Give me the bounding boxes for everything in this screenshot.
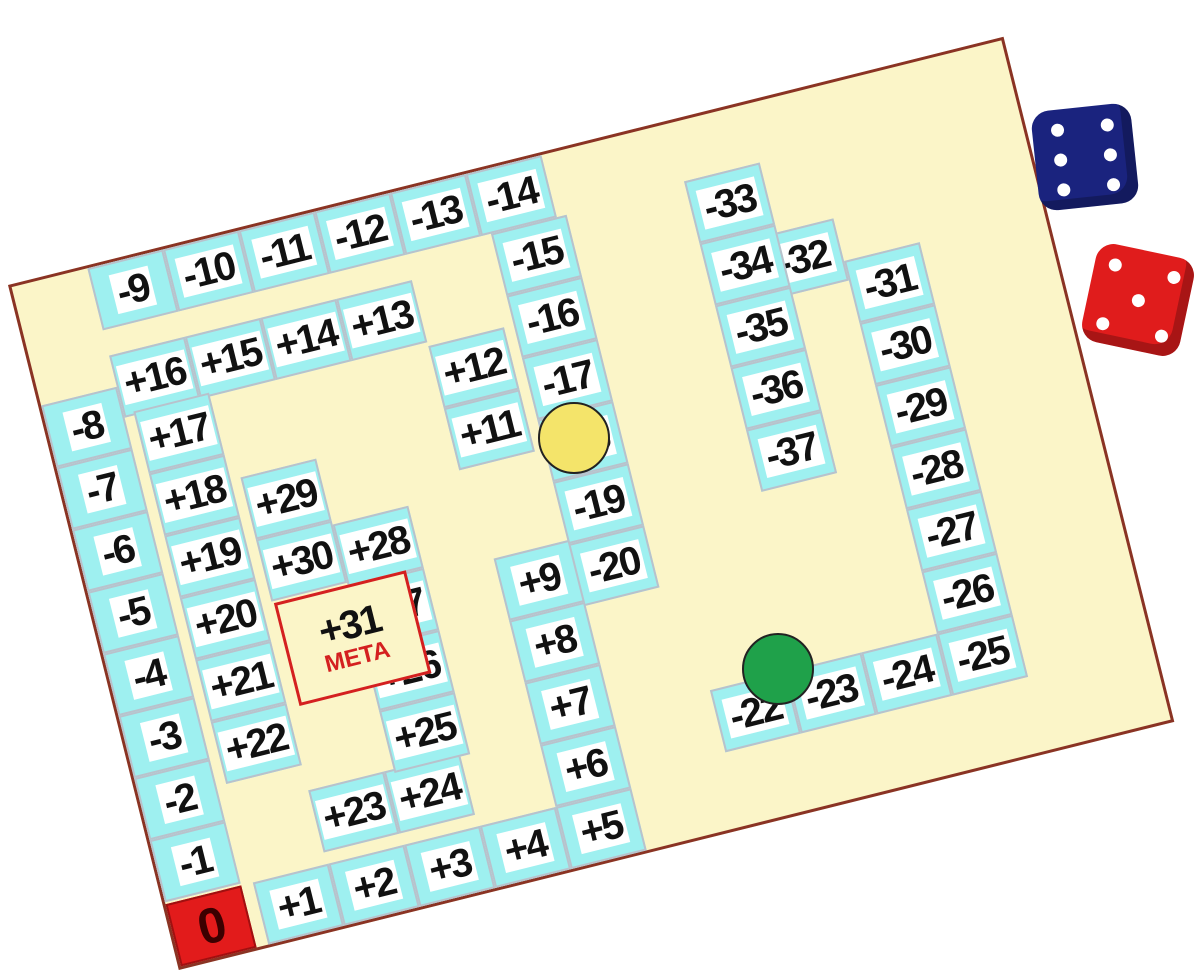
cell-number: -15: [503, 229, 571, 282]
cell-number: +23: [315, 784, 392, 840]
cell-number: -9: [109, 266, 157, 314]
cell-number: +16: [116, 349, 193, 405]
board-cell-minus24[interactable]: -24: [861, 634, 952, 715]
game-board: 0 -1 -2 -3 -4 -5 -6 -7 -8 -9 -10-11-12-13-14 -15 -16…: [8, 37, 1174, 970]
cell-number: -34: [711, 238, 779, 291]
die-pip: [1107, 257, 1122, 272]
board-cell-plus13[interactable]: +13: [336, 280, 427, 361]
cell-number: +28: [339, 518, 416, 574]
cell-number: -7: [78, 465, 126, 513]
cell-number: +25: [386, 705, 463, 761]
blue-die-icon[interactable]: [1030, 102, 1140, 212]
cell-number: -24: [873, 647, 941, 700]
cell-number: -8: [63, 403, 111, 451]
cell-number: -20: [580, 539, 648, 592]
cell-number: +14: [267, 312, 344, 368]
cell-number: +4: [497, 822, 555, 873]
cell-number: -25: [949, 629, 1017, 682]
die-pip: [1050, 123, 1064, 137]
cell-number: +5: [572, 803, 630, 854]
cell-number: -31: [856, 256, 924, 309]
cell-number: +30: [263, 533, 340, 589]
cell-number: -11: [251, 226, 317, 279]
cell-number: +2: [345, 860, 403, 911]
board-cell-plus1[interactable]: +1: [253, 864, 344, 945]
cell-number: +20: [187, 591, 264, 647]
cell-number: -30: [871, 318, 939, 371]
cell-number: -19: [565, 477, 633, 530]
green-token[interactable]: [742, 633, 814, 705]
die-pip: [1100, 117, 1114, 131]
cell-number: -16: [518, 291, 586, 344]
cell-number: +13: [343, 293, 420, 349]
board-cell-plus23[interactable]: +23: [308, 772, 399, 853]
cell-number: -2: [156, 776, 204, 824]
cell-number: -12: [326, 207, 394, 260]
cell-number: -14: [477, 169, 545, 222]
cell-number: +3: [421, 841, 479, 892]
cell-number: -1: [171, 838, 219, 886]
cell-number: -10: [175, 244, 243, 297]
die-pip: [1095, 315, 1110, 330]
board-cell-plus2[interactable]: +2: [329, 845, 420, 926]
cell-number: +24: [391, 765, 468, 821]
die-pip: [1166, 269, 1181, 284]
board-cell-plus4[interactable]: +4: [480, 807, 571, 888]
cell-number: +8: [526, 617, 584, 668]
cell-number: +21: [202, 654, 279, 710]
die-pip: [1103, 147, 1117, 161]
cell-number: -27: [918, 504, 986, 557]
cell-number: -13: [402, 188, 470, 241]
die-pip: [1153, 328, 1168, 343]
die-pip: [1056, 182, 1070, 196]
yellow-token[interactable]: [538, 402, 610, 474]
cell-number: +17: [140, 405, 217, 461]
die-pip: [1053, 152, 1067, 166]
cell-number: -6: [94, 527, 142, 575]
board-cell-plus15[interactable]: +15: [185, 318, 276, 399]
cell-number: -26: [933, 567, 1001, 620]
cell-number: -36: [742, 363, 810, 416]
cell-number: -35: [727, 301, 795, 354]
cell-number: +22: [218, 716, 295, 772]
die-pip: [1130, 292, 1145, 307]
cell-number: -4: [125, 651, 173, 699]
board-cell-plus14[interactable]: +14: [260, 299, 351, 380]
cell-number: +18: [156, 467, 233, 523]
board-cell-minus9[interactable]: -9: [87, 249, 178, 330]
cell-number: -37: [758, 425, 826, 478]
cell-number: -28: [902, 442, 970, 495]
cell-number: -17: [534, 353, 602, 406]
cell-number: +1: [269, 879, 327, 930]
cell-number: +29: [247, 471, 324, 527]
cell-number: +15: [192, 331, 269, 387]
cell-number: -3: [140, 713, 188, 761]
cell-number: -33: [696, 176, 764, 229]
board-cell-minus10[interactable]: -10: [163, 231, 254, 312]
cell-number: +9: [510, 555, 568, 606]
cell-number: +11: [452, 402, 527, 457]
board-cell-minus13[interactable]: -13: [390, 174, 481, 255]
cell-number: -29: [887, 380, 955, 433]
start-label: 0: [189, 898, 234, 955]
red-die-icon[interactable]: [1079, 241, 1198, 360]
cell-number: +6: [557, 741, 615, 792]
cell-number: +19: [171, 529, 248, 585]
cell-number: +7: [541, 679, 599, 730]
cell-number: +12: [435, 340, 512, 396]
die-pip: [1106, 177, 1120, 191]
cell-number: -5: [109, 589, 157, 637]
board-cell-minus12[interactable]: -12: [314, 193, 405, 274]
board-cell-plus3[interactable]: +3: [404, 826, 495, 907]
board-cell-minus11[interactable]: -11: [239, 212, 330, 293]
